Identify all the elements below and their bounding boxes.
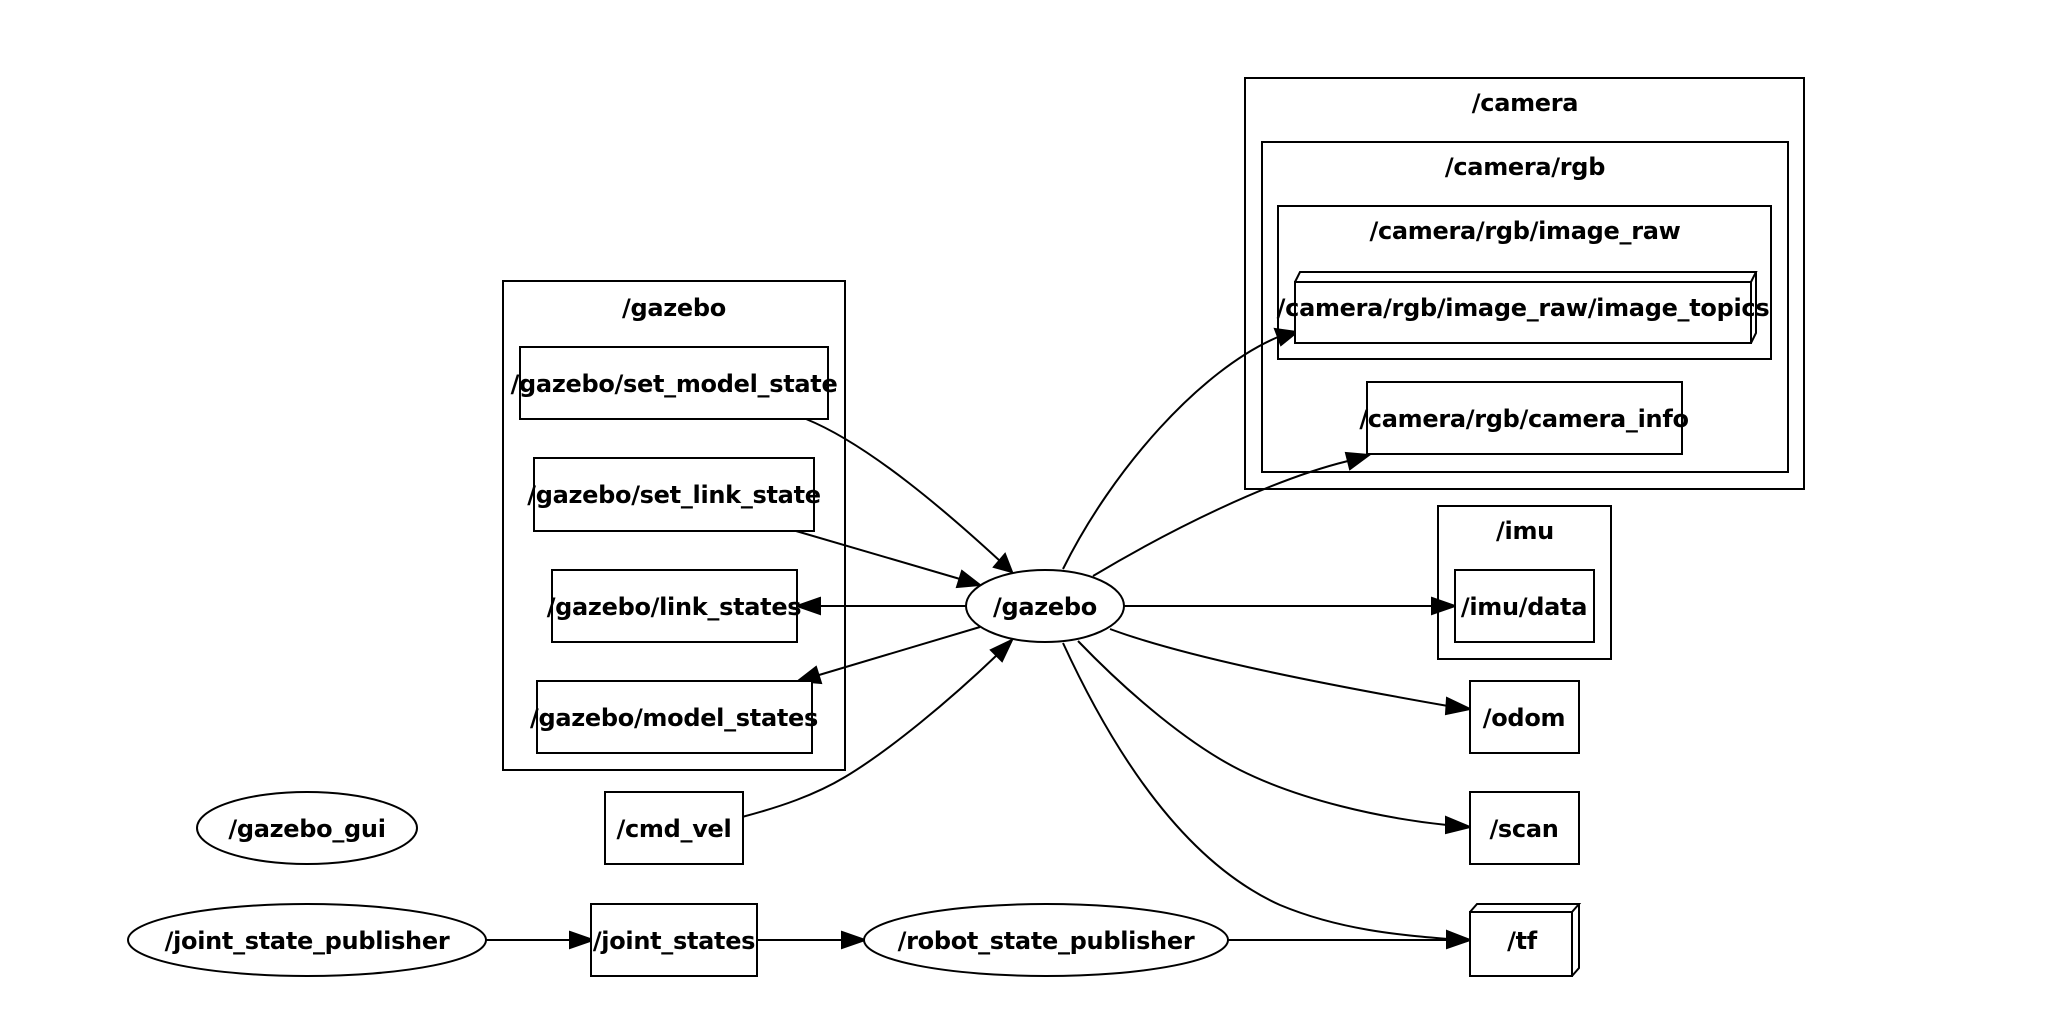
node-joint-state-publisher[interactable]: /joint_state_publisher <box>127 903 487 977</box>
topic-model-states[interactable]: /gazebo/model_states <box>530 680 818 754</box>
edge-robot-state-publisher-to-tf <box>1228 930 1474 950</box>
cluster-imu-label: /imu <box>1496 517 1554 545</box>
node-gazebo-label: /gazebo <box>993 593 1097 621</box>
cluster-camera-rgb-label: /camera/rgb <box>1445 153 1605 181</box>
node-joint-state-publisher-label: /joint_state_publisher <box>165 927 450 955</box>
edge-gazebo-to-image-topics <box>1062 327 1300 570</box>
topic-odom[interactable]: /odom <box>1469 680 1580 754</box>
topic-set-link-state-label: /gazebo/set_link_state <box>527 481 820 509</box>
topic-scan-label: /scan <box>1489 815 1558 843</box>
edge-gazebo-to-tf <box>1062 642 1474 949</box>
edge-gazebo-to-link-states <box>793 596 966 616</box>
topic-tf-label: /tf <box>1507 927 1538 955</box>
topic-set-link-state[interactable]: /gazebo/set_link_state <box>527 457 821 532</box>
topic-joint-states[interactable]: /joint_states <box>590 903 758 977</box>
node-gazebo[interactable]: /gazebo <box>965 569 1125 643</box>
topic-camera-info[interactable]: /camera/rgb/camera_info <box>1359 381 1689 455</box>
topic-tf[interactable]: /tf <box>1469 903 1582 977</box>
topic-link-states-label: /gazebo/link_states <box>547 593 802 621</box>
topic-image-topics-label: /camera/rgb/image_raw/image_topics <box>1277 294 1770 322</box>
topic-link-states[interactable]: /gazebo/link_states <box>547 569 802 643</box>
node-gazebo-gui-label: /gazebo_gui <box>228 815 385 843</box>
box3d-depth <box>1294 271 1758 344</box>
edge-set-model-state-to-gazebo <box>805 418 1014 574</box>
topic-cmd-vel-label: /cmd_vel <box>617 815 732 843</box>
topic-image-topics[interactable]: /camera/rgb/image_raw/image_topics <box>1277 271 1770 344</box>
edge-joint-state-publisher-to-joint-states <box>486 930 597 950</box>
edge-gazebo-to-imu-data <box>1124 596 1459 616</box>
topic-joint-states-label: /joint_states <box>593 927 755 955</box>
edge-gazebo-to-camera-info <box>1092 451 1372 577</box>
topic-odom-label: /odom <box>1483 704 1565 732</box>
edge-gazebo-to-scan <box>1077 640 1474 835</box>
topic-set-model-state[interactable]: /gazebo/set_model_state <box>511 346 838 420</box>
edge-joint-states-to-robot-state-publisher <box>757 930 869 950</box>
edge-cmd-vel-to-gazebo <box>741 637 1015 818</box>
node-gazebo-gui[interactable]: /gazebo_gui <box>196 791 418 865</box>
topic-imu-data[interactable]: /imu/data <box>1454 569 1595 643</box>
topic-imu-data-label: /imu/data <box>1461 593 1587 621</box>
cluster-camera-label: /camera <box>1472 89 1578 117</box>
edge-gazebo-to-model-states <box>795 626 981 685</box>
topic-camera-info-label: /camera/rgb/camera_info <box>1359 405 1688 433</box>
topic-cmd-vel[interactable]: /cmd_vel <box>604 791 744 865</box>
edge-set-link-state-to-gazebo <box>795 530 983 589</box>
node-robot-state-publisher[interactable]: /robot_state_publisher <box>863 903 1229 977</box>
edge-gazebo-to-odom <box>1109 628 1474 716</box>
topic-scan[interactable]: /scan <box>1469 791 1580 865</box>
cluster-gazebo-label: /gazebo <box>622 294 726 322</box>
cluster-camera-rgb-image-raw-label: /camera/rgb/image_raw <box>1369 217 1680 245</box>
topic-model-states-label: /gazebo/model_states <box>530 704 818 732</box>
node-robot-state-publisher-label: /robot_state_publisher <box>898 927 1195 955</box>
box3d-depth <box>1469 903 1582 977</box>
topic-set-model-state-label: /gazebo/set_model_state <box>511 370 838 398</box>
